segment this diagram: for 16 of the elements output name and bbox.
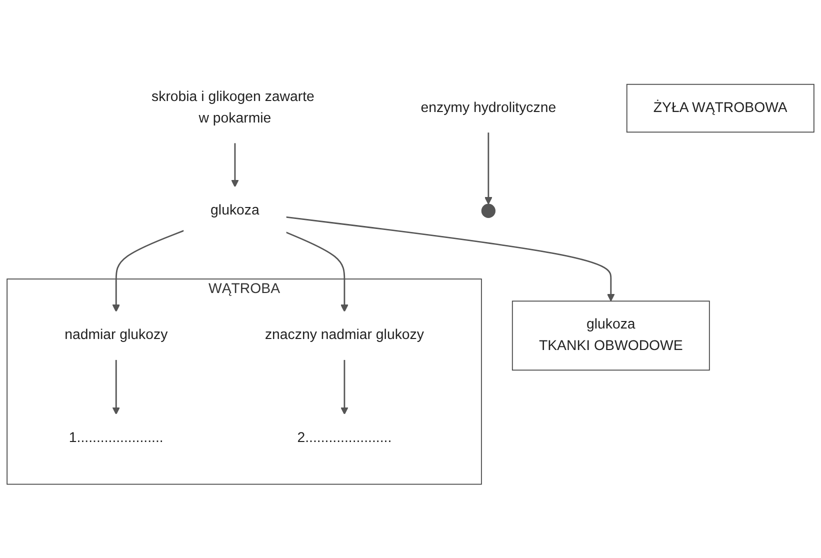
- node-box: ŻYŁA WĄTROBOWA: [626, 84, 814, 133]
- node-text: skrobia i glikogen zawarte w pokarmie: [152, 90, 314, 126]
- arrow: [340, 360, 348, 415]
- arrow: [484, 132, 492, 205]
- node-text: 1......................: [68, 430, 164, 446]
- node-text: enzymy hydrolityczne: [420, 100, 556, 116]
- arrow: [286, 216, 615, 302]
- node-text: 2......................: [297, 430, 392, 446]
- node-text: znaczny nadmiar glukozy: [264, 328, 424, 343]
- arrow: [112, 360, 120, 415]
- arrow: [112, 230, 184, 312]
- arrow: [286, 232, 348, 312]
- arrow: [231, 142, 239, 188]
- node-text: nadmiar glukozy: [64, 328, 168, 343]
- node-box: glukoza TKANKI OBWODOWE: [512, 300, 710, 371]
- node-text: glukoza: [210, 202, 260, 218]
